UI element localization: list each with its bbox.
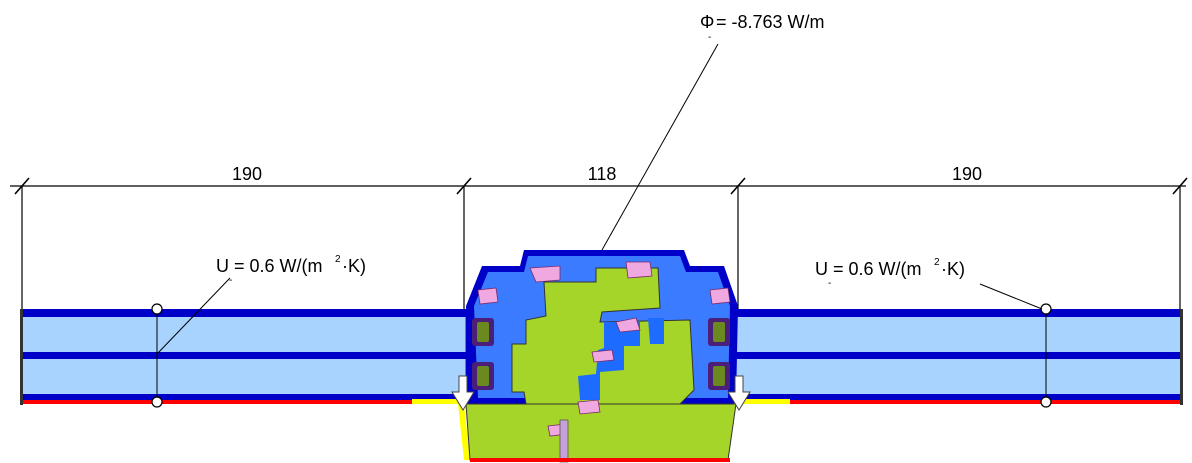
internal-channel-1: [578, 322, 640, 400]
mullion-frame: [465, 250, 738, 463]
phi-value: = -8.763 W/m: [716, 12, 825, 32]
u-marker-right: [1040, 303, 1052, 408]
right-middle-glass: [736, 352, 1182, 359]
u-marker-right-top: [1040, 303, 1052, 315]
u-right-leader-line: [979, 283, 1043, 310]
corner-seal-left: [477, 287, 499, 305]
gasket-right-upper-core: [713, 322, 725, 342]
right-glazing: [735, 309, 1183, 405]
seal-strip-1: [615, 317, 641, 333]
arrow-left: [451, 375, 475, 411]
phi-symbol: Φ: [700, 12, 714, 32]
dimension-middle-label: 118: [588, 164, 617, 184]
right-interior-boundary: [788, 400, 1182, 404]
u-right-annotation: U = 0.6 W/(m 2 ·K) -: [815, 257, 965, 289]
u-marker-left-top: [151, 303, 163, 315]
u-left-annotation: U = 0.6 W/(m 2 ·K) -: [216, 254, 366, 286]
u-right-sup: 2: [934, 257, 940, 268]
u-left-leader-line: [156, 277, 231, 355]
seal-stem: [559, 419, 569, 463]
dimension-line: [10, 177, 1188, 312]
left-glazing: [20, 309, 467, 405]
left-interior-boundary: [22, 400, 414, 404]
right-outer-glass: [736, 309, 1182, 317]
phi-subscript: -: [708, 32, 711, 43]
left-middle-glass: [22, 352, 466, 359]
u-marker-left-bottom: [151, 396, 163, 408]
u-left-sub: -: [229, 275, 232, 286]
u-marker-left: [151, 303, 163, 408]
right-inner-glass: [736, 394, 1182, 400]
u-left-tail: ·K): [342, 256, 366, 276]
seal-strip-3: [577, 399, 601, 415]
dimension-left-label: 190: [232, 164, 262, 184]
u-left-sup: 2: [335, 254, 341, 265]
u-right-tail: ·K): [941, 259, 965, 279]
seal-strip-2: [591, 349, 615, 363]
left-inner-glass: [22, 394, 466, 400]
internal-channel-2: [640, 318, 664, 344]
phi-leader-line: [601, 43, 719, 251]
top-seal-left: [529, 265, 561, 283]
u-right-sub: -: [828, 278, 831, 289]
phi-annotation: Φ - = -8.763 W/m: [700, 12, 825, 43]
dimension-right-label: 190: [952, 164, 982, 184]
gasket-left-lower-core: [477, 366, 489, 386]
u-right-main: U = 0.6 W/(m: [815, 259, 922, 279]
u-marker-right-bottom: [1040, 396, 1052, 408]
mullion-interior-boundary: [470, 458, 730, 462]
left-edge: [20, 309, 23, 405]
u-left-main: U = 0.6 W/(m: [216, 256, 323, 276]
top-seal-right: [625, 261, 653, 279]
arrow-right: [727, 375, 751, 411]
right-edge: [1180, 309, 1183, 405]
gasket-left-upper-core: [477, 322, 489, 342]
left-outer-glass: [22, 309, 466, 317]
insulation-core: [465, 403, 737, 461]
gasket-right-lower-core: [713, 366, 725, 386]
corner-seal-right: [709, 287, 731, 305]
